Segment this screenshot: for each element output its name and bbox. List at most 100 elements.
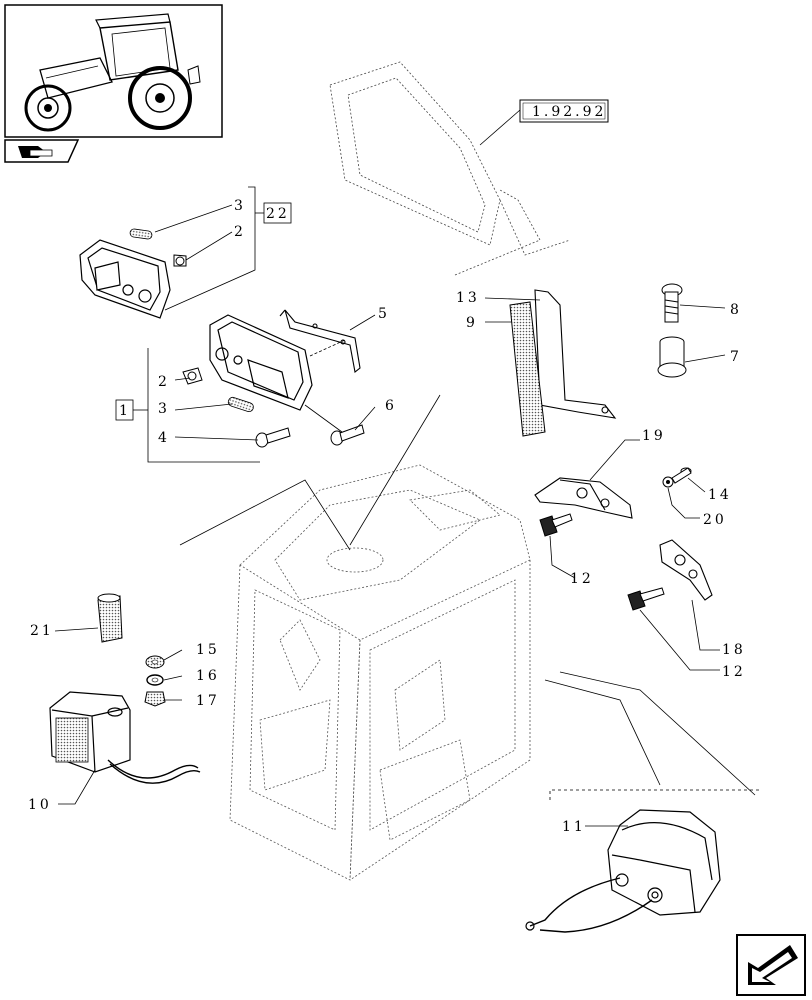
callout-20[interactable]: 20 <box>703 512 727 528</box>
part-21-cylinder <box>97 593 123 643</box>
callout-17[interactable]: 17 <box>196 693 220 709</box>
tractor-cab-outline <box>229 464 531 881</box>
part-11-lamp <box>525 809 721 933</box>
leader-10 <box>58 769 96 805</box>
callout-15[interactable]: 15 <box>196 642 220 658</box>
leader-8 <box>679 304 726 309</box>
reference-box[interactable]: 1.92.92 <box>519 99 609 123</box>
leader-21 <box>54 627 99 632</box>
part-6-screw <box>330 424 365 446</box>
svg-text:22: 22 <box>266 206 290 222</box>
svg-text:5: 5 <box>378 306 390 322</box>
callout-6[interactable]: 6 <box>385 398 397 414</box>
svg-text:15: 15 <box>196 642 220 658</box>
svg-text:4: 4 <box>158 430 170 446</box>
section-tab-icon <box>4 139 80 163</box>
callout-3-top[interactable]: 3 <box>234 198 246 214</box>
part-19-lamp-housing <box>534 477 633 519</box>
part-3-pin-top <box>129 228 153 240</box>
callout-22[interactable]: 22 <box>263 202 292 224</box>
svg-text:11: 11 <box>562 819 586 835</box>
part-2-bulb <box>182 367 203 385</box>
svg-text:3: 3 <box>234 198 246 214</box>
svg-text:3: 3 <box>158 401 170 417</box>
tractor-thumbnail-icon <box>4 4 223 138</box>
part-9-reflector <box>509 301 546 437</box>
leader-18-12 <box>639 599 720 671</box>
leader-13 <box>484 297 541 301</box>
callout-11[interactable]: 11 <box>562 819 586 835</box>
leader-5 <box>349 314 376 331</box>
part-14-screw <box>671 467 692 484</box>
leader-22-group <box>154 186 264 311</box>
svg-text:12: 12 <box>570 571 594 587</box>
callout-8[interactable]: 8 <box>730 302 742 318</box>
part-18-lamp-housing <box>659 539 713 601</box>
part-2-bulb-top <box>173 254 187 267</box>
callout-5[interactable]: 5 <box>378 306 390 322</box>
reference-box-label: 1.92.92 <box>532 104 606 120</box>
callout-19[interactable]: 19 <box>642 428 666 444</box>
callout-2-left[interactable]: 2 <box>158 374 170 390</box>
leader-ref <box>479 109 521 146</box>
part-1-switch-housing <box>209 314 313 411</box>
svg-text:9: 9 <box>466 315 478 331</box>
part-10-work-light <box>49 691 201 784</box>
callout-3-left[interactable]: 3 <box>158 401 170 417</box>
part-15-washer <box>145 655 165 669</box>
svg-text:14: 14 <box>708 487 732 503</box>
svg-text:2: 2 <box>158 374 170 390</box>
svg-text:2: 2 <box>234 224 246 240</box>
callout-9[interactable]: 9 <box>466 315 478 331</box>
part-16-washer <box>146 674 164 686</box>
svg-text:8: 8 <box>730 302 742 318</box>
callout-7[interactable]: 7 <box>730 349 742 365</box>
svg-text:19: 19 <box>642 428 666 444</box>
svg-text:21: 21 <box>30 623 54 639</box>
callout-21[interactable]: 21 <box>30 623 54 639</box>
svg-text:18: 18 <box>722 642 746 658</box>
part-12-bulb-upper <box>539 513 573 537</box>
leader-lines <box>179 394 760 800</box>
part-22-rocker-switch <box>79 239 171 319</box>
part-8-bolt <box>661 283 683 323</box>
callout-12-lower[interactable]: 12 <box>722 664 746 680</box>
part-17-nut <box>144 691 166 707</box>
callout-12-upper[interactable]: 12 <box>570 571 594 587</box>
part-3-pin <box>227 396 254 413</box>
leader-12-upper <box>549 535 576 579</box>
leader-5-dash <box>309 339 346 357</box>
leader-1-group <box>133 348 376 463</box>
part-5-bracket <box>279 309 361 374</box>
part-7-knob <box>657 336 687 378</box>
part-4-screw <box>255 427 291 448</box>
svg-text:12: 12 <box>722 664 746 680</box>
callout-10[interactable]: 10 <box>28 797 52 813</box>
callout-16[interactable]: 16 <box>196 668 220 684</box>
part-13-bracket <box>534 289 617 419</box>
callout-1[interactable]: 1 <box>115 399 134 421</box>
leader-19 <box>589 439 640 481</box>
leader-14 <box>687 477 706 493</box>
next-page-arrow-icon[interactable] <box>736 934 806 996</box>
svg-text:7: 7 <box>730 349 742 365</box>
callout-18[interactable]: 18 <box>722 642 746 658</box>
svg-text:17: 17 <box>196 693 220 709</box>
rear-window-panel <box>329 61 571 276</box>
svg-text:6: 6 <box>385 398 397 414</box>
callout-13[interactable]: 13 <box>456 290 480 306</box>
leaders-15-17 <box>163 649 183 701</box>
svg-text:1: 1 <box>119 403 131 419</box>
svg-text:10: 10 <box>28 797 52 813</box>
leader-20 <box>667 487 700 519</box>
svg-text:16: 16 <box>196 668 220 684</box>
callout-2-top[interactable]: 2 <box>234 224 246 240</box>
callout-4[interactable]: 4 <box>158 430 170 446</box>
part-12-bulb-lower <box>627 587 665 611</box>
callout-14[interactable]: 14 <box>708 487 732 503</box>
leader-7 <box>684 354 726 363</box>
svg-text:13: 13 <box>456 290 480 306</box>
part-20-washer <box>662 476 674 488</box>
